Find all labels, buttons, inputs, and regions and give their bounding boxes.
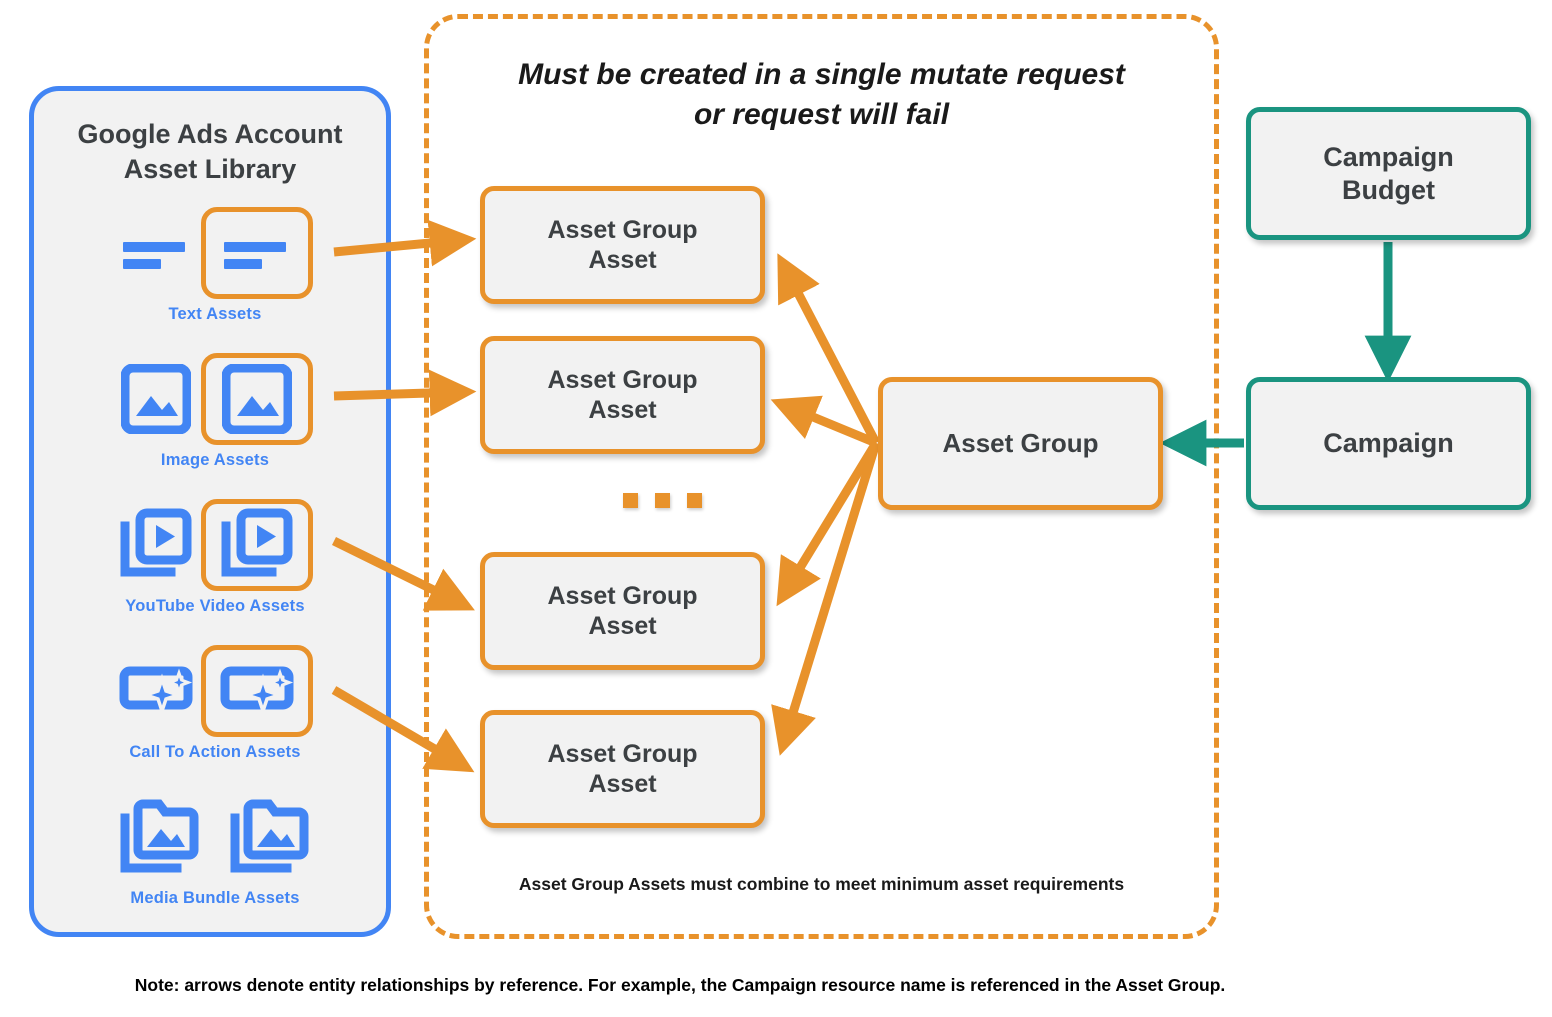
asset-group-asset-3-line1: Asset Group — [547, 581, 698, 610]
mutate-heading-line2: or request will fail — [693, 97, 950, 131]
image-asset-icon — [117, 360, 195, 438]
text-asset-icon-highlighted — [224, 242, 286, 269]
asset-library-title: Google Ads Account Asset Library — [34, 117, 386, 187]
asset-library-title-line2: Asset Library — [123, 154, 297, 185]
asset-label-call-to-action: Call To Action Assets — [129, 743, 301, 761]
asset-row-text: Text Assets — [34, 207, 396, 324]
asset-group-asset-node-4[interactable]: Asset Group Asset — [480, 710, 765, 828]
image-asset-icon-highlighted — [222, 364, 292, 434]
campaign-budget-line1: Campaign — [1323, 141, 1454, 172]
asset-group-asset-node-3[interactable]: Asset Group Asset — [480, 552, 765, 670]
ellipsis-dot-3 — [687, 493, 702, 508]
asset-group-asset-node-1[interactable]: Asset Group Asset — [480, 186, 765, 304]
text-asset-icon — [117, 214, 195, 292]
text-asset-highlight-box — [201, 207, 313, 299]
ellipsis-indicator — [623, 493, 702, 508]
asset-group-asset-node-2[interactable]: Asset Group Asset — [480, 336, 765, 454]
asset-group-asset-3-line2: Asset — [588, 612, 657, 640]
mutate-region-footnote: Asset Group Assets must combine to meet … — [518, 874, 1125, 894]
mutate-request-heading: Must be created in a single mutate reque… — [424, 55, 1219, 135]
asset-group-asset-2-line2: Asset — [588, 396, 657, 424]
media-bundle-asset-icon — [117, 794, 203, 880]
asset-row-media-bundle: Media Bundle Assets — [34, 791, 396, 908]
youtube-video-asset-icon — [117, 506, 195, 584]
call-to-action-asset-icon — [117, 652, 195, 730]
call-to-action-asset-icon-highlighted — [220, 666, 294, 717]
ellipsis-dot-2 — [655, 493, 670, 508]
asset-row-call-to-action: Call To Action Assets — [34, 645, 396, 762]
media-bundle-asset-icon-second — [227, 794, 313, 880]
asset-group-asset-1-line2: Asset — [588, 246, 657, 274]
asset-group-asset-4-line1: Asset Group — [547, 739, 698, 768]
asset-label-media-bundle: Media Bundle Assets — [130, 889, 300, 907]
asset-label-image: Image Assets — [160, 451, 270, 469]
campaign-budget-line2: Budget — [1342, 174, 1435, 205]
youtube-video-asset-highlight-box — [201, 499, 313, 591]
call-to-action-asset-highlight-box — [201, 645, 313, 737]
asset-group-asset-1-line1: Asset Group — [547, 215, 698, 244]
campaign-node[interactable]: Campaign — [1246, 377, 1531, 510]
campaign-budget-node[interactable]: Campaign Budget — [1246, 107, 1531, 240]
mutate-heading-line1: Must be created in a single mutate reque… — [518, 58, 1125, 91]
footer-note: Note: arrows denote entity relationships… — [134, 975, 1226, 995]
asset-group-asset-2-line1: Asset Group — [547, 365, 698, 394]
ellipsis-dot-1 — [623, 493, 638, 508]
asset-library-title-line1: Google Ads Account — [77, 119, 343, 149]
asset-group-node[interactable]: Asset Group — [878, 377, 1163, 510]
youtube-video-asset-icon-highlighted — [221, 508, 293, 577]
asset-row-image: Image Assets — [34, 353, 396, 470]
mutate-request-region — [424, 14, 1219, 939]
asset-group-asset-4-line2: Asset — [588, 770, 657, 798]
asset-label-youtube-video: YouTube Video Assets — [125, 597, 305, 615]
asset-label-text: Text Assets — [168, 305, 262, 323]
image-asset-highlight-box — [201, 353, 313, 445]
asset-library-panel: Google Ads Account Asset Library — [29, 86, 391, 937]
asset-row-youtube-video: YouTube Video Assets — [34, 499, 396, 616]
